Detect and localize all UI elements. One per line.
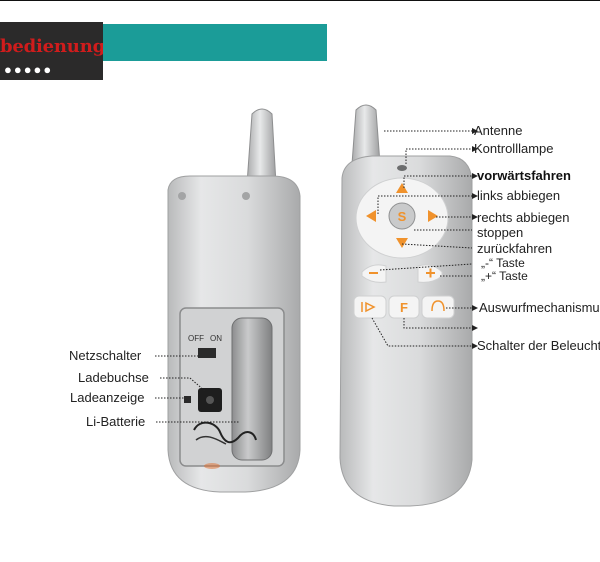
eject-button: [421, 295, 455, 319]
dpad-center-button: [388, 202, 416, 230]
power-switch: [198, 348, 216, 358]
banner-dots: ●●●●●: [4, 62, 54, 77]
front-antenna: [351, 104, 381, 165]
label-stop: stoppen: [477, 225, 524, 240]
label-charge-indicator: Ladeanzeige: [70, 390, 145, 405]
arrow-reverse-icon: [396, 238, 408, 248]
back-antenna: [246, 108, 277, 185]
charge-indicator-led: [184, 396, 191, 403]
arrow-right-icon: [428, 210, 438, 222]
control-lamp: [397, 165, 407, 171]
label-turn-left: links abbiegen: [477, 188, 561, 203]
label-power-switch: Netzschalter: [69, 348, 142, 363]
center-button-letter: S: [398, 209, 407, 224]
label-ejection: Auswurfmechanismus: [479, 300, 600, 315]
charge-socket-pin: [206, 396, 214, 404]
screw-hole: [178, 192, 186, 200]
label-antenna: Antenne: [474, 123, 523, 138]
leader-mode: [403, 318, 472, 329]
battery-wires: [193, 421, 257, 444]
leader-arrowheads: [472, 128, 478, 349]
screw-hole: [242, 192, 250, 200]
leader-left: [377, 195, 472, 214]
light-icon: [361, 301, 376, 313]
label-control-lamp: Kontrolllampe: [474, 141, 554, 156]
label-forward: vorwärtsfahren: [477, 168, 571, 183]
remote-back: [167, 108, 301, 493]
arrow-left-icon: [366, 210, 376, 222]
arrow-forward-icon: [396, 183, 408, 193]
leader-minus: [379, 263, 473, 271]
label-charge-socket: Ladebuchse: [78, 370, 149, 385]
leader-control-lamp: [405, 148, 472, 164]
top-rule: [0, 0, 600, 1]
battery: [231, 317, 273, 461]
leader-light: [371, 317, 472, 347]
switch-on-label: ON: [210, 334, 222, 343]
remote-front: [339, 104, 473, 507]
leader-forward: [403, 175, 472, 188]
label-battery: Li-Batterie: [86, 414, 146, 429]
leader-lines: [155, 130, 473, 423]
banner-title: bedienung: [0, 36, 105, 57]
leader-charge-socket: [160, 377, 207, 393]
banner-teal-bar: [103, 24, 327, 61]
label-minus-key: „-“ Taste: [481, 256, 525, 270]
eject-icon: [431, 300, 445, 312]
mode-button-letter: F: [400, 300, 408, 315]
switch-off-label: OFF: [188, 334, 204, 343]
label-light-switch: Schalter der Beleuchtung: [477, 338, 600, 353]
leader-reverse: [401, 243, 473, 249]
label-reverse: zurückfahren: [477, 241, 553, 256]
banner-dark-block: [0, 22, 103, 80]
light-switch-button: [353, 295, 387, 319]
label-plus-key: „+“ Taste: [481, 269, 528, 283]
label-turn-right: rechts abbiegen: [477, 210, 570, 225]
back-foot: [204, 463, 220, 469]
